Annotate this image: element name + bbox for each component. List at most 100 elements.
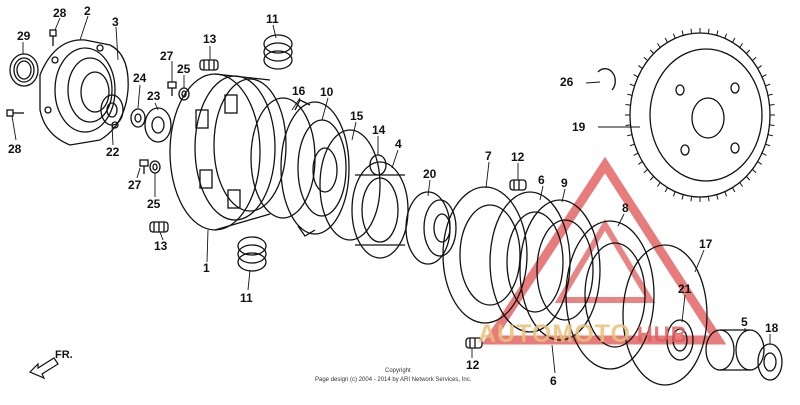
plate-8 [565, 220, 655, 370]
gear-tooth [732, 187, 736, 193]
callout-27-top: 27 [160, 49, 174, 63]
gear-tooth [765, 143, 771, 147]
gear-tooth [629, 83, 635, 87]
friction-disc-9 [519, 199, 601, 341]
callout-10: 10 [320, 85, 334, 99]
gear-tooth [649, 176, 654, 181]
gear-tooth [767, 134, 773, 137]
gear-tooth [633, 74, 639, 78]
callout-13-bottom: 13 [154, 239, 168, 253]
large-gear-teeth [625, 28, 775, 202]
callout-11-bottom: 11 [240, 291, 253, 305]
callout-3: 3 [112, 15, 119, 29]
gear-tooth [656, 182, 661, 187]
clutch-disc-6 [489, 191, 571, 333]
one-way-clutch-4 [351, 161, 409, 259]
gear-tooth [637, 161, 643, 165]
gear-tooth [649, 49, 654, 54]
callout-16: 16 [292, 84, 306, 98]
callout-15: 15 [350, 109, 364, 123]
front-direction-label: FR. [55, 349, 73, 361]
spring-12-top [509, 179, 527, 191]
callout-17: 17 [699, 237, 713, 251]
callout-6-bottom: 6 [550, 374, 557, 388]
callout-21: 21 [678, 282, 692, 296]
gear-tooth [664, 187, 668, 193]
gear-tooth [765, 83, 771, 87]
o-ring-15 [319, 129, 381, 241]
gear-tooth [746, 176, 751, 181]
callout-7: 7 [485, 149, 492, 163]
gear-tooth [739, 43, 744, 48]
gear-tooth [716, 194, 719, 200]
spring-11-bottom [237, 236, 267, 272]
bolt-28-top [49, 29, 57, 46]
gear-tooth [757, 161, 763, 165]
bearing-29 [9, 53, 39, 87]
gear-tooth [707, 28, 710, 34]
hub-20 [405, 191, 457, 265]
callout-18: 18 [765, 321, 779, 335]
callout-24: 24 [133, 71, 147, 85]
callout-9: 9 [561, 176, 568, 190]
gear-tooth [769, 124, 775, 126]
watermark-text-part1: AUTOMOTO [478, 320, 631, 348]
callout-28-top: 28 [53, 6, 67, 20]
watermark-triangle [481, 156, 727, 345]
callout-1: 1 [203, 261, 210, 275]
callout-27-bottom: 27 [128, 178, 142, 192]
gear-tooth [761, 74, 767, 78]
gear-tooth [761, 152, 767, 156]
callout-19: 19 [572, 120, 586, 134]
gear-tooth [633, 152, 639, 156]
spring-11-top [263, 34, 293, 70]
callout-29: 29 [17, 29, 31, 43]
gear-tooth [625, 104, 631, 106]
gear-tooth [643, 56, 648, 61]
bushing-5 [705, 329, 765, 371]
gear-tooth [752, 56, 757, 61]
gear-tooth [690, 196, 693, 202]
callout-14: 14 [372, 123, 386, 137]
callout-22: 22 [106, 145, 120, 159]
gear-tooth [672, 33, 676, 39]
gear-tooth [724, 191, 728, 197]
bolt-27-top [167, 81, 177, 96]
callout-23: 23 [147, 89, 161, 103]
callout-25-bottom: 25 [147, 197, 161, 211]
gear-tooth [627, 134, 633, 137]
watermark-triangle-inner [554, 219, 656, 303]
spring-13-bottom [149, 221, 169, 233]
callout-20: 20 [423, 167, 437, 181]
callout-26: 26 [560, 75, 574, 89]
bolt-27-bottom [139, 159, 149, 174]
gear-23 [144, 107, 172, 143]
gear-tooth [724, 33, 728, 39]
gear-tooth [629, 143, 635, 147]
spring-13-top [199, 59, 219, 71]
gear-tooth [643, 169, 648, 174]
callout-12-top: 12 [511, 150, 525, 164]
callout-25-top: 25 [177, 62, 191, 76]
gear-tooth [716, 30, 719, 36]
callout-4: 4 [395, 137, 402, 151]
gear-tooth [732, 37, 736, 43]
gear-tooth [767, 93, 773, 96]
circlip-26 [597, 68, 616, 91]
washer-24 [130, 108, 146, 128]
gear-tooth [656, 43, 661, 48]
gear-tooth [752, 169, 757, 174]
callout-5: 5 [741, 315, 748, 329]
gear-tooth [769, 104, 775, 106]
gear-tooth [637, 65, 643, 69]
copyright-line-2: Page design (c) 2004 - 2014 by ARI Netwo… [315, 377, 472, 383]
gear-tooth [627, 93, 633, 96]
callout-13-top: 13 [203, 32, 217, 46]
watermark-text-part2: HUB [636, 322, 688, 347]
gear-tooth [690, 28, 693, 34]
gear-tooth [625, 124, 631, 126]
callout-2: 2 [84, 4, 91, 18]
washer-25-bottom [149, 160, 161, 174]
